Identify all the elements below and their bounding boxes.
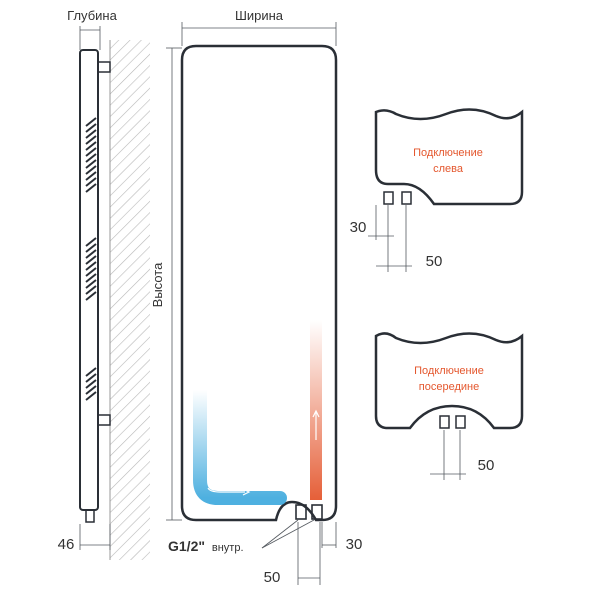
detail-middle-connection: Подключение посередине 50	[374, 332, 524, 480]
hot-flow-arrow-head	[312, 409, 320, 418]
radiator-front-body	[180, 44, 338, 522]
detail-left-body	[374, 108, 524, 206]
dim-50-main: 50	[264, 569, 281, 586]
middle-dim-50: 50	[478, 457, 495, 474]
middle-connection-title-2: посередине	[419, 381, 479, 393]
left-dim-30: 30	[350, 219, 367, 236]
wall-hatch	[110, 40, 150, 560]
side-view: Глубина 46	[58, 8, 150, 560]
thread-leader-1	[261, 519, 299, 549]
vent-slots-bottom	[85, 367, 97, 401]
height-label: Высота	[150, 262, 165, 307]
vent-slots-top	[85, 117, 97, 193]
cold-flow	[193, 383, 287, 505]
width-label: Ширина	[235, 8, 284, 23]
bracket-top	[97, 61, 111, 73]
middle-connection-title-1: Подключение	[414, 365, 484, 377]
thread-size: G1/2"	[168, 538, 205, 554]
depth-value-label: 46	[58, 536, 75, 553]
left-dim-50: 50	[426, 253, 443, 270]
thread-label: G1/2" внутр.	[168, 538, 244, 554]
thread-leader-2	[261, 519, 315, 549]
detail-middle-body	[374, 332, 524, 430]
cold-flow-arrow-head	[242, 488, 251, 496]
thread-suffix: внутр.	[212, 542, 244, 554]
front-view: Ширина Высота G1/2" внутр. 30	[150, 8, 362, 586]
left-connection-title-2: слева	[433, 163, 464, 175]
dim-30-main: 30	[346, 536, 363, 553]
left-pipe-2	[401, 191, 412, 205]
side-pipe	[85, 509, 95, 523]
bracket-bottom	[97, 414, 111, 426]
detail-left-connection: Подключение слева 30 50	[350, 108, 524, 272]
depth-label: Глубина	[67, 8, 117, 23]
pipe-right	[311, 504, 323, 520]
left-connection-title-1: Подключение	[413, 147, 483, 159]
cold-flow-arrow	[207, 487, 245, 493]
middle-pipe-2	[455, 415, 466, 429]
pipe-left	[295, 504, 307, 520]
left-pipe-1	[383, 191, 394, 205]
middle-pipe-1	[439, 415, 450, 429]
vent-slots-middle	[85, 237, 97, 301]
